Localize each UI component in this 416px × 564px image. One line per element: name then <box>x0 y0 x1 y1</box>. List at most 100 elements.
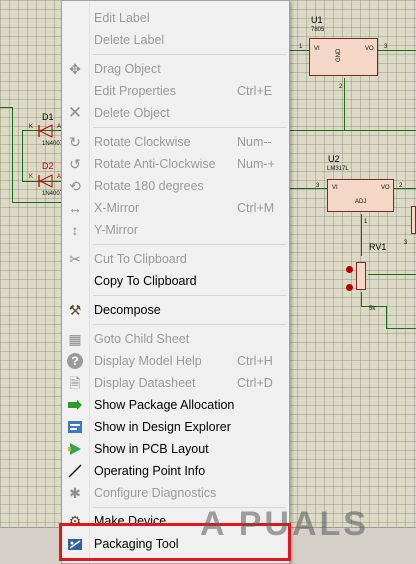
menu-item-show-package-allocation[interactable]: Show Package Allocation <box>62 394 289 416</box>
menu-item-rotate-180[interactable]: ⟲ Rotate 180 degrees <box>62 175 289 197</box>
rotate-ccw-icon: ↺ <box>69 156 81 172</box>
u1-part: 7805 <box>311 27 325 33</box>
move-icon: ✥ <box>69 61 81 77</box>
menu-item-label: Operating Point Info <box>94 464 206 478</box>
child-sheet-icon: ▦ <box>68 331 82 347</box>
rv1-body <box>356 262 366 290</box>
menu-item-label: Display Datasheet <box>94 376 196 390</box>
menu-item-label: Delete Object <box>94 106 170 120</box>
menu-item-configure-diagnostics[interactable]: ✱ Configure Diagnostics <box>62 482 289 504</box>
u1-pin1: 1 <box>299 44 303 50</box>
wire <box>394 188 416 189</box>
wire <box>361 306 386 307</box>
u1-pin-vi: VI <box>314 46 320 52</box>
menu-item-show-in-design-explorer[interactable]: Show in Design Explorer <box>62 416 289 438</box>
pdf-icon: 🗎 <box>69 375 81 391</box>
menu-item-label: Display Model Help <box>94 354 202 368</box>
menu-item-delete-label[interactable]: Delete Label <box>62 29 289 51</box>
u2-pin3: 3 <box>316 183 320 189</box>
menu-item-rotate-clockwise[interactable]: ↻ Rotate Clockwise Num-- <box>62 131 289 153</box>
menu-item-label: Drag Object <box>94 62 161 76</box>
u1-ref: U1 <box>311 15 323 25</box>
menu-item-packaging-tool[interactable]: Packaging Tool <box>62 533 289 555</box>
package-allocation-icon <box>67 397 83 413</box>
packaging-tool-icon <box>67 536 83 552</box>
rotate-180-icon: ⟲ <box>69 178 81 194</box>
menu-item-shortcut: Ctrl+E <box>237 84 273 98</box>
y-mirror-icon: ↕ <box>71 222 79 238</box>
menu-item-label: Edit Label <box>94 11 150 25</box>
d1-part: 1N4007 <box>42 141 64 147</box>
menu-item-label: Rotate Anti-Clockwise <box>94 157 216 171</box>
menu-item-label: Configure Diagnostics <box>94 486 217 500</box>
wire <box>289 50 309 51</box>
menu-separator <box>93 244 286 245</box>
menu-item-label: Rotate 180 degrees <box>94 179 204 193</box>
x-mirror-icon: ↔ <box>68 200 82 216</box>
bug-icon: ✱ <box>69 485 81 501</box>
u2-pin-vi: VI <box>332 185 338 191</box>
menu-separator <box>93 295 286 296</box>
menu-item-y-mirror[interactable]: ↕ Y-Mirror <box>62 219 289 241</box>
menu-item-shortcut: Ctrl+H <box>237 354 273 368</box>
menu-item-copy-to-clipboard[interactable]: Copy To Clipboard <box>62 270 289 292</box>
menu-item-label: Show in Design Explorer <box>94 420 231 434</box>
menu-item-goto-child-sheet[interactable]: ▦ Goto Child Sheet <box>62 328 289 350</box>
partial-component[interactable] <box>411 206 416 234</box>
highlight-annotation <box>59 523 291 561</box>
menu-item-label: Cut To Clipboard <box>94 252 187 266</box>
menu-item-delete-object[interactable]: ✕ Delete Object <box>62 102 289 124</box>
menu-item-label: X-Mirror <box>94 201 140 215</box>
d1-k-pin: K <box>29 124 34 130</box>
d1-ref: D1 <box>42 112 54 122</box>
d2-a-pin: A <box>57 174 62 180</box>
menu-item-display-datasheet[interactable]: 🗎 Display Datasheet Ctrl+D <box>62 372 289 394</box>
pcb-layout-icon <box>67 441 83 457</box>
wire <box>386 306 387 328</box>
menu-item-decompose[interactable]: ⚒ Decompose <box>62 299 289 321</box>
menu-item-drag-object[interactable]: ✥ Drag Object <box>62 58 289 80</box>
u2-pin1: 1 <box>364 219 368 225</box>
menu-item-label: Delete Label <box>94 33 165 47</box>
wire <box>386 328 416 329</box>
rv1-value: 5k <box>369 306 376 312</box>
menu-separator <box>93 324 286 325</box>
d1-a-pin: A <box>57 124 62 130</box>
red-probe-dot <box>346 266 353 273</box>
menu-item-edit-properties[interactable]: Edit Properties Ctrl+E <box>62 80 289 102</box>
wire <box>368 274 416 275</box>
menu-item-operating-point-info[interactable]: Operating Point Info <box>62 460 289 482</box>
menu-item-rotate-anticlockwise[interactable]: ↺ Rotate Anti-Clockwise Num-+ <box>62 153 289 175</box>
red-probe-dot <box>346 284 353 291</box>
u2-body <box>327 179 394 212</box>
menu-item-shortcut: Num-- <box>237 135 272 149</box>
hammer-icon: ⚒ <box>68 302 82 318</box>
menu-item-x-mirror[interactable]: ↔ X-Mirror Ctrl+M <box>62 197 289 219</box>
wire <box>12 107 13 202</box>
menu-item-show-in-pcb-layout[interactable]: Show in PCB Layout <box>62 438 289 460</box>
menu-item-edit-label[interactable]: Edit Label <box>62 7 289 29</box>
rv1-ref: RV1 <box>369 242 387 252</box>
design-explorer-icon <box>67 419 83 435</box>
menu-item-label: Edit Properties <box>94 84 176 98</box>
menu-item-display-model-help[interactable]: ? Display Model Help Ctrl+H <box>62 350 289 372</box>
u2-ref: U2 <box>328 154 340 164</box>
watermark: A PUALS <box>200 505 369 543</box>
u2-pin-adj: ADJ <box>355 199 367 205</box>
u1-pin3: 3 <box>384 44 388 50</box>
menu-item-label: Copy To Clipboard <box>94 274 197 288</box>
u2-pin2: 2 <box>399 183 403 189</box>
pin-number: 3 <box>404 240 408 246</box>
menu-item-cut-to-clipboard[interactable]: ✂ Cut To Clipboard <box>62 248 289 270</box>
u1-body <box>309 38 378 76</box>
wire <box>22 130 23 182</box>
menu-item-shortcut: Num-+ <box>237 157 275 171</box>
menu-item-shortcut: Ctrl+M <box>237 201 275 215</box>
u1-pin-gnd: GND <box>336 48 342 62</box>
wire <box>361 214 362 256</box>
wire <box>378 50 416 51</box>
d2-part: 1N4007 <box>42 191 64 197</box>
d2-ref: D2 <box>42 161 54 171</box>
wire <box>0 107 12 108</box>
